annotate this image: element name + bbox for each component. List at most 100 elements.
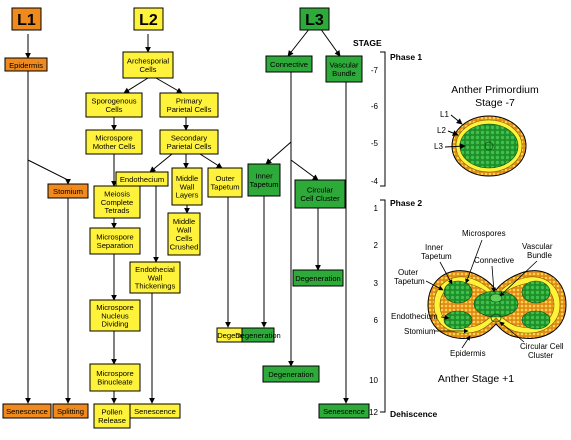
- header-l1: L1: [11, 7, 42, 31]
- label-vascular-bundle-2: Bundle: [527, 251, 552, 260]
- stage-tick: 12: [369, 408, 378, 417]
- primordium-label-l1: L1: [440, 110, 449, 119]
- node-circular-cell-cluster-line-2: Cell Cluster: [300, 194, 340, 203]
- label-endothecium: Endothecium: [391, 312, 438, 321]
- primordium-title-line1: Anther Primordium: [451, 84, 539, 96]
- node-meiosis-tetrads-line-1: Meiosis: [104, 189, 130, 198]
- connector-lines: [25, 27, 349, 404]
- stage-axis: STAGE Phase 1 Phase 2 Dehiscence -7-6-5-…: [353, 38, 438, 419]
- label-epidermis: Epidermis: [450, 349, 486, 358]
- stage-tick: -7: [371, 66, 379, 75]
- node-sporogenous-cells-line-1: Sporogenous: [91, 97, 136, 106]
- label-inner-tapetum-2: Tapetum: [421, 252, 452, 261]
- svg-text:L3: L3: [305, 12, 324, 29]
- label-outer-tapetum-1: Outer: [398, 268, 418, 277]
- stage-tick: -6: [371, 102, 379, 111]
- primordium-title-line2: Stage -7: [475, 97, 515, 109]
- node-degeneration-circular-cells-line-1: Degeneration: [295, 274, 341, 283]
- node-microspore-nucleus-dividing-line-2: Nucleus: [101, 311, 129, 320]
- node-microspore-binucleate-line-1: Microspore: [96, 369, 134, 378]
- stage-tick: -5: [371, 139, 379, 148]
- stage-tick: 3: [374, 279, 379, 288]
- node-middle-wall-cells-crushed-line-3: Cells: [176, 234, 193, 243]
- node-splitting: Splitting: [52, 403, 89, 419]
- node-senescence-l2: Senescence: [129, 403, 181, 419]
- node-vascular-bundle-line-1: Vascular: [330, 61, 359, 70]
- node-pollen-release-line-2: Release: [98, 416, 126, 425]
- svg-text:L2: L2: [139, 12, 158, 29]
- node-middle-wall-layers-line-3: Layers: [176, 191, 199, 200]
- stage-tick: 10: [369, 376, 378, 385]
- node-secondary-parietal-cells-line-1: Secondary: [171, 134, 208, 143]
- node-microspore-nucleus-dividing-line-3: Dividing: [101, 320, 128, 329]
- anther-primordium-figure: Anther Primordium Stage -7 L1 L2 L3: [434, 84, 539, 177]
- svg-text:Epidermis: Epidermis: [9, 61, 43, 70]
- node-degeneration-circular-cells: Degeneration: [292, 269, 344, 287]
- node-degeneration-inner-tapetum-line-1: Degeneration: [235, 331, 281, 340]
- node-middle-wall-cells-crushed-line-4: Crushed: [170, 242, 199, 251]
- node-senescence-l1: Senescence: [2, 403, 52, 419]
- dehiscence-label: Dehiscence: [390, 409, 438, 419]
- node-microspore-nucleus-dividing-line-1: Microspore: [96, 303, 134, 312]
- node-primary-parietal-cells-line-1: Primary: [176, 97, 202, 106]
- node-degeneration-connective-line-1: Degeneration: [268, 370, 314, 379]
- node-middle-wall-cells-crushed-line-1: Middle: [173, 217, 195, 226]
- node-degeneration-l2-line-1: Degeneration: [217, 331, 263, 340]
- node-connective-line-1: Connective: [270, 60, 308, 69]
- stage-tick: 6: [374, 316, 379, 325]
- node-middle-wall-cells-crushed-line-2: Wall: [177, 226, 192, 235]
- label-vascular-bundle-1: Vascular: [522, 242, 553, 251]
- label-outer-tapetum-2: Tapetum: [394, 277, 425, 286]
- node-outer-tapetum-line-2: Tapetum: [210, 183, 239, 192]
- phase-1-label: Phase 1: [390, 52, 422, 62]
- svg-text:L1: L1: [17, 12, 36, 29]
- node-pollen-release-line-1: Pollen: [101, 408, 122, 417]
- node-primary-parietal-cells-line-2: Parietal Cells: [167, 105, 212, 114]
- stage-tick: 2: [374, 241, 379, 250]
- node-endothecial-wall-thickenings-line-2: Wall: [148, 273, 163, 282]
- phase-2-label: Phase 2: [390, 198, 422, 208]
- node-degeneration-connective: Degeneration: [262, 365, 320, 383]
- primordium-label-l2: L2: [437, 126, 446, 135]
- node-middle-wall-layers-line-2: Wall: [180, 182, 195, 191]
- label-inner-tapetum-1: Inner: [425, 243, 444, 252]
- node-microspore-binucleate-line-2: Binucleate: [97, 378, 132, 387]
- primordium-label-l3: L3: [434, 142, 443, 151]
- label-microspores: Microspores: [462, 229, 506, 238]
- svg-text:Splitting: Splitting: [57, 407, 84, 416]
- node-endothecial-wall-thickenings-line-3: Thickenings: [135, 282, 176, 291]
- node-connective: Connective: [265, 55, 313, 73]
- node-endothecium: Endothecium: [115, 171, 169, 187]
- label-circular-cell-cluster-2: Cluster: [528, 351, 554, 360]
- stage-tick: -4: [371, 177, 379, 186]
- node-middle-wall-layers-line-1: Middle: [176, 174, 198, 183]
- anther-stage-1-figure: Inner Tapetum Microspores Vascular Bundl…: [391, 229, 567, 385]
- node-inner-tapetum-line-1: Inner: [255, 172, 273, 181]
- node-circular-cell-cluster-line-1: Circular: [307, 186, 334, 195]
- node-degeneration-inner-tapetum: Degeneration: [235, 327, 281, 343]
- header-l3: L3: [299, 7, 330, 31]
- svg-text:Senescence: Senescence: [6, 407, 48, 416]
- node-outer-tapetum-line-1: Outer: [216, 174, 235, 183]
- node-meiosis-tetrads-line-2: Complete: [101, 198, 134, 207]
- node-microspore-mother-cells-line-1: Microspore: [95, 134, 133, 143]
- node-endothecial-wall-thickenings-line-1: Endothecial: [135, 265, 175, 274]
- node-endothecium-line-1: Endothecium: [120, 175, 164, 184]
- node-senescence-l3: Senescence: [318, 403, 370, 419]
- svg-text:Stomium: Stomium: [53, 187, 83, 196]
